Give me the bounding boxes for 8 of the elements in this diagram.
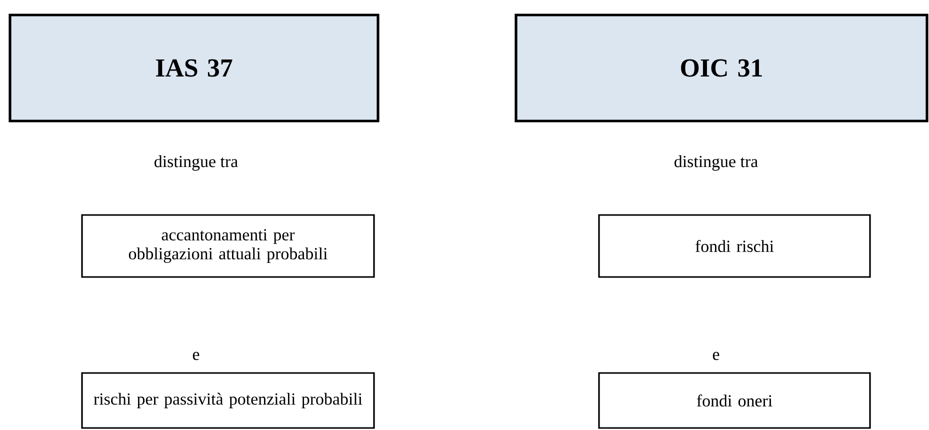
heading-box: IAS 37 xyxy=(8,14,380,122)
text-box: accantonamenti per obbligazioni attuali probabili xyxy=(81,214,375,278)
label-text: distingue tra xyxy=(154,155,238,171)
heading-box: OIC 31 xyxy=(514,14,928,122)
text-box: rischi per passività potenziali probabili xyxy=(81,372,375,429)
text-box: fondi rischi xyxy=(598,214,871,278)
label-text: distingue tra xyxy=(674,155,758,171)
text-box: fondi oneri xyxy=(598,372,871,429)
